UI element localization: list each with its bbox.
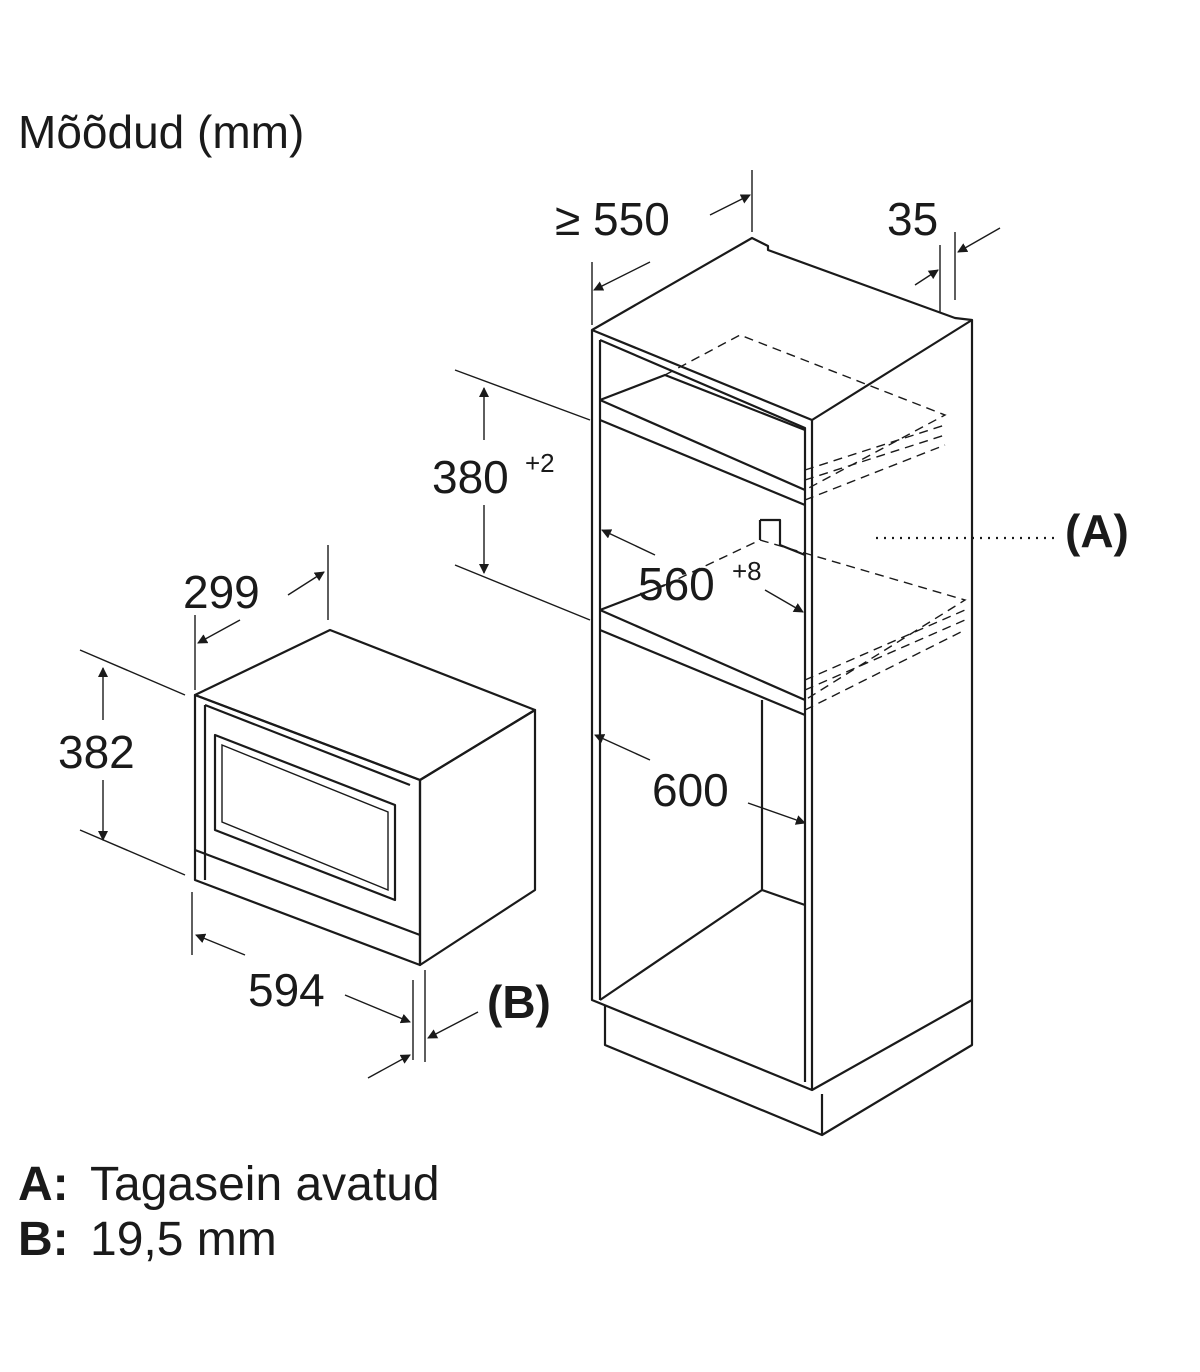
dimension-lines <box>79 170 1055 1079</box>
dim-cabinet-width: 600 <box>652 764 729 816</box>
built-in-appliance <box>193 628 537 967</box>
dim-niche-height: 380 <box>432 451 509 503</box>
dim-appliance-height: 382 <box>58 726 135 778</box>
legend-key-a: A: <box>18 1158 69 1211</box>
dim-appliance-width: 594 <box>248 964 325 1016</box>
legend-key-b: B: <box>18 1213 69 1266</box>
legend: A: Tagasein avatud B: 19,5 mm <box>18 1158 440 1266</box>
dim-niche-width: 560 <box>638 558 715 610</box>
tall-cabinet <box>590 236 974 1137</box>
diagram-title: Mõõdud (mm) <box>18 106 304 158</box>
dim-cabinet-depth: ≥ 550 <box>555 193 670 245</box>
dim-niche-width-tolerance: +8 <box>732 556 762 586</box>
legend-text-b: 19,5 mm <box>90 1213 277 1266</box>
legend-text-a: Tagasein avatud <box>90 1158 440 1211</box>
callout-b: (B) <box>487 976 551 1028</box>
dim-appliance-depth: 299 <box>183 566 260 618</box>
dim-niche-height-tolerance: +2 <box>525 448 555 478</box>
callout-a: (A) <box>1065 505 1129 557</box>
dim-panel-thickness: 35 <box>887 193 938 245</box>
